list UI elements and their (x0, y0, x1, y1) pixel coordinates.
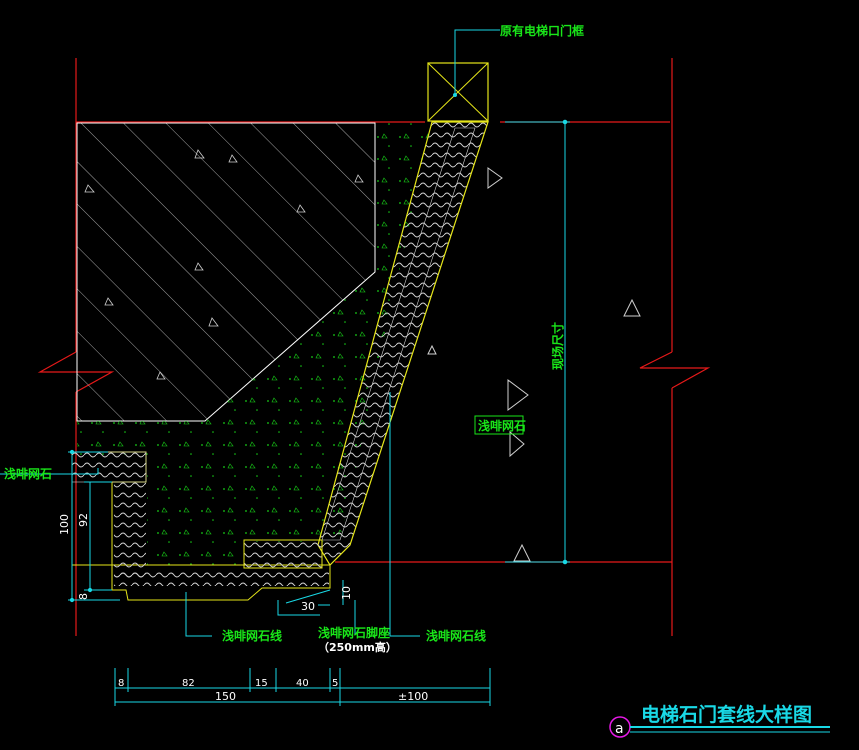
title-block (609, 716, 830, 738)
dim-bottom-5: 5 (332, 678, 338, 689)
dim-10: 10 (340, 586, 353, 600)
dim-bottom-40: 40 (296, 678, 309, 689)
center-marble-label: 浅啡网石 (478, 418, 526, 433)
dim-100: 100 (58, 514, 71, 535)
left-marble-label: 浅啡网石 (4, 466, 52, 481)
label-box (474, 415, 524, 435)
dim-bottom-8: 8 (118, 678, 124, 689)
site-size-dimension (505, 119, 570, 565)
dim-92: 92 (77, 513, 90, 527)
site-size-label: 现场尺寸 (550, 322, 565, 370)
skirting-height-label: （250mm高） (318, 640, 397, 654)
detail-marker-letter: a (615, 721, 624, 737)
dim-bottom-150: 150 (215, 690, 236, 703)
stone-symbols (427, 167, 641, 562)
vertical-dimensions (68, 449, 120, 603)
door-frame-box (427, 62, 489, 122)
wall-outline (37, 58, 711, 636)
drawing-title: 电梯石门套线大样图 (641, 703, 812, 726)
bottom-line-left-label: 浅啡网石线 (222, 628, 282, 643)
bottom-dimensions (114, 668, 491, 706)
dim-8: 8 (77, 593, 90, 600)
dim-bottom-82: 82 (182, 678, 195, 689)
marble-casing (71, 121, 489, 601)
dim-30: 30 (301, 600, 315, 613)
skirting-label: 浅啡网石脚座 (318, 625, 390, 640)
dim-bottom-15: 15 (255, 678, 268, 689)
leader-lines (0, 29, 500, 637)
door-frame-label: 原有电梯口门框 (500, 23, 584, 38)
bottom-line-right-label: 浅啡网石线 (426, 628, 486, 643)
dim-bottom-tolerance: ±100 (398, 690, 428, 703)
